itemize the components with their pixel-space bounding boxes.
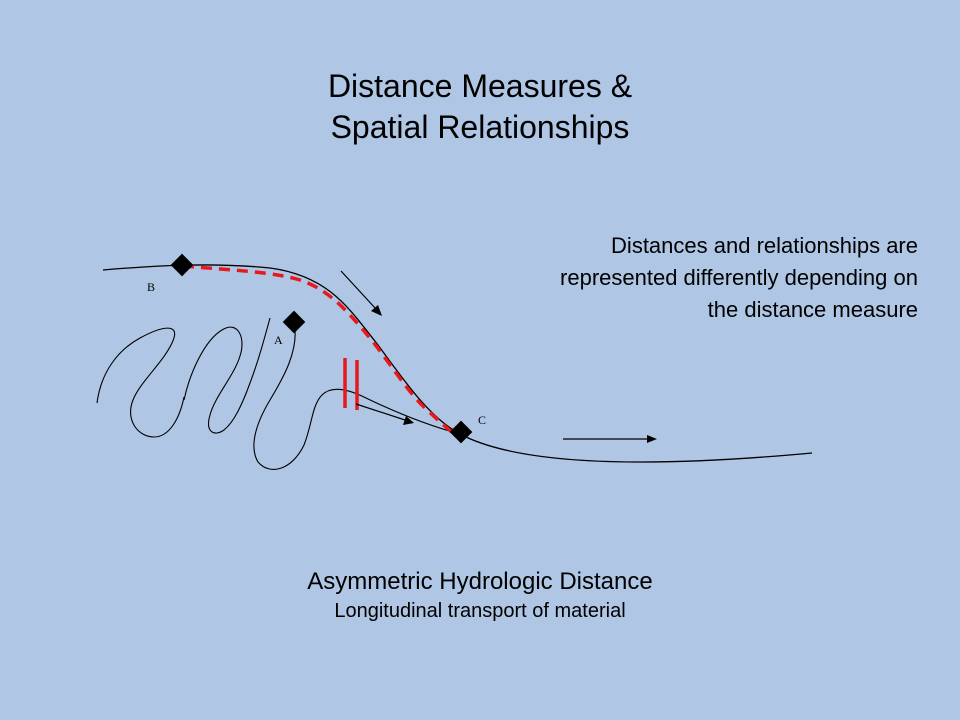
caption-sub: Longitudinal transport of material: [334, 600, 626, 622]
title-line-1: Distance Measures &: [327, 68, 633, 104]
site-label-c: C: [478, 413, 486, 427]
description-line-2: represented differently depending on: [560, 265, 918, 290]
slide-title: Distance Measures & Spatial Relationship…: [180, 66, 780, 148]
description-text: Distances and relationships are represen…: [400, 230, 918, 326]
description-line-3: the distance measure: [707, 297, 918, 322]
tributary-inner: [253, 321, 461, 470]
site-marker-a: [282, 310, 306, 334]
site-label-b: B: [147, 280, 155, 294]
flow-arrow-tributary: [355, 403, 414, 425]
flow-arrow-downstream: [563, 435, 657, 443]
site-marker-b: [170, 253, 194, 277]
title-line-2: Spatial Relationships: [330, 109, 630, 145]
caption: Asymmetric Hydrologic Distance Longitudi…: [180, 566, 780, 624]
description-line-1: Distances and relationships are: [611, 233, 918, 258]
flow-arrow-main: [340, 270, 382, 316]
site-label-a: A: [274, 333, 283, 347]
caption-main: Asymmetric Hydrologic Distance: [307, 568, 653, 595]
tributary-middle: [183, 317, 271, 434]
tributary-left: [96, 327, 185, 438]
hydrologic-path-dashed: [182, 264, 459, 438]
site-marker-c: [449, 420, 473, 444]
main-stream-line: [102, 264, 813, 463]
